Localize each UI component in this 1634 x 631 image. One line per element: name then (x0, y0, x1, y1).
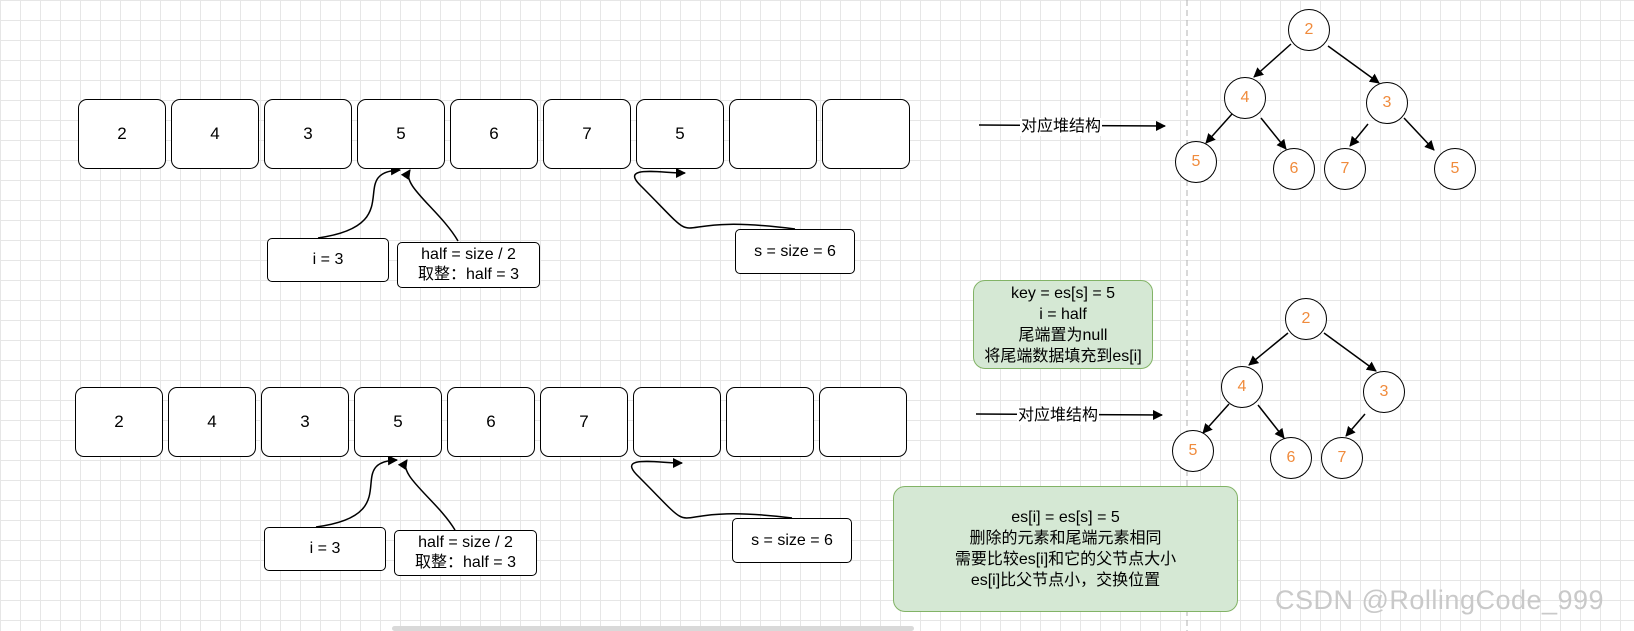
array-cell (822, 99, 910, 169)
half-label-line-1: half = size / 2 (418, 534, 513, 551)
s-pointer-arrow-top (633, 167, 796, 230)
i-label-box: i = 3 (264, 527, 386, 571)
tree-node: 3 (1366, 82, 1408, 124)
i-pointer-arrow-bottom (315, 455, 398, 528)
array-cell: 6 (447, 387, 535, 457)
tree-node: 3 (1363, 371, 1405, 413)
half-pointer-arrow-bottom (397, 459, 456, 531)
half-label-line-1: half = size / 2 (421, 246, 516, 263)
tree-node: 5 (1434, 148, 1476, 190)
array-cell: 4 (168, 387, 256, 457)
array-cell: 7 (543, 99, 631, 169)
tree-node: 2 (1288, 9, 1330, 51)
map-arrow-label-top: 对应堆结构 (1020, 118, 1103, 136)
tree-edges-top (1205, 43, 1435, 151)
horizontal-scrollbar[interactable] (392, 626, 914, 631)
tree-node: 4 (1221, 366, 1263, 408)
tree-node: 6 (1273, 148, 1315, 190)
half-label-box: half = size / 2 取整：half = 3 (397, 242, 540, 288)
tree-edges-bottom (1202, 332, 1377, 439)
note-line: key = es[s] = 5 (1010, 284, 1116, 302)
tree-node: 7 (1324, 148, 1366, 190)
array-cell (633, 387, 721, 457)
watermark: CSDN @RollingCode_999 (1275, 585, 1605, 615)
tree-node: 4 (1224, 77, 1266, 119)
array-cell: 5 (354, 387, 442, 457)
note-line: es[i]比父节点小，交换位置 (970, 572, 1161, 589)
s-label-box: s = size = 6 (732, 518, 852, 563)
step-note: es[i] = es[s] = 5 删除的元素和尾端元素相同 需要比较es[i]… (893, 486, 1238, 612)
array-cell: 2 (78, 99, 166, 169)
s-label: s = size = 6 (751, 531, 833, 549)
array-cell: 5 (357, 99, 445, 169)
array-cell: 6 (450, 99, 538, 169)
array-cell: 5 (636, 99, 724, 169)
s-label-box: s = size = 6 (735, 229, 855, 274)
half-label-line-2: 取整：half = 3 (415, 554, 516, 571)
tree-node: 5 (1175, 141, 1217, 183)
array-cell (729, 99, 817, 169)
tree-node: 7 (1321, 437, 1363, 479)
note-line: 尾端置为null (1018, 326, 1108, 344)
tree-node: 6 (1270, 437, 1312, 479)
array-cell (726, 387, 814, 457)
half-label-line-2: 取整：half = 3 (418, 266, 519, 283)
array-cell: 3 (264, 99, 352, 169)
note-line: 删除的元素和尾端元素相同 (969, 530, 1162, 547)
i-label: i = 3 (312, 251, 344, 268)
note-line: es[i] = es[s] = 5 (1011, 509, 1120, 526)
s-label: s = size = 6 (754, 242, 836, 260)
tree-node: 5 (1172, 430, 1214, 472)
array-cell: 3 (261, 387, 349, 457)
map-arrow-label-bottom: 对应堆结构 (1017, 407, 1100, 425)
note-line: 将尾端数据填充到es[i] (984, 347, 1142, 365)
s-pointer-arrow-bottom (630, 457, 793, 519)
i-pointer-arrow-top (317, 165, 401, 239)
note-line: i = half (1039, 305, 1087, 323)
array-cell: 7 (540, 387, 628, 457)
half-label-box: half = size / 2 取整：half = 3 (394, 530, 537, 576)
note-line: 需要比较es[i]和它的父节点大小 (954, 551, 1177, 568)
array-cell: 4 (171, 99, 259, 169)
tree-node: 2 (1285, 298, 1327, 340)
i-label: i = 3 (309, 540, 341, 557)
half-pointer-arrow-top (400, 169, 459, 242)
array-cell (819, 387, 907, 457)
array-cell: 2 (75, 387, 163, 457)
i-label-box: i = 3 (267, 238, 389, 282)
step-note: key = es[s] = 5 i = half 尾端置为null 将尾端数据填… (973, 280, 1153, 369)
